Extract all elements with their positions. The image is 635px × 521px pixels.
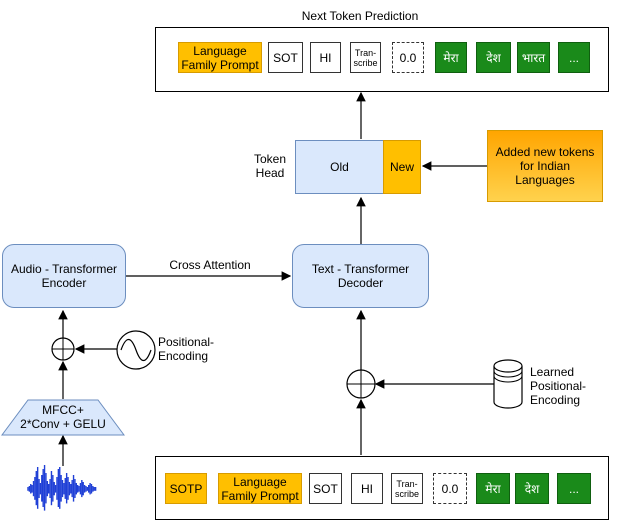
output-token: ... — [558, 42, 590, 73]
input-token: देश — [515, 473, 549, 504]
input-token: ... — [557, 473, 591, 504]
input-token: Language Family Prompt — [218, 473, 302, 504]
audio-waveform-image — [27, 465, 97, 511]
output-token: HI — [310, 42, 341, 73]
input-token: मेरा — [476, 473, 510, 504]
token-head-label: Token Head — [253, 152, 287, 180]
add-circle-encoder — [51, 337, 75, 361]
text-decoder-box: Text - Transformer Decoder — [292, 244, 429, 308]
input-token: HI — [351, 473, 383, 504]
input-token: SOTP — [165, 473, 207, 504]
output-token: मेरा — [435, 42, 467, 73]
learned-positional-encoding-label: Learned Positional- Encoding — [530, 365, 587, 407]
output-token: भारत — [517, 42, 550, 73]
positional-encoding-label: Positional- Encoding — [158, 335, 215, 363]
mfcc-label: MFCC+ 2*Conv + GELU — [20, 403, 106, 431]
input-token: SOT — [309, 473, 342, 504]
add-circle-decoder — [346, 369, 376, 399]
cross-attention-label: Cross Attention — [169, 258, 251, 272]
token-head-old: Old — [295, 140, 384, 194]
output-token: 0.0 — [392, 42, 424, 73]
output-token: SOT — [268, 42, 303, 73]
mfcc-trapezoid — [1, 399, 125, 436]
output-token: Tran- scribe — [350, 42, 381, 73]
sine-wave-icon — [116, 330, 156, 370]
input-token: 0.0 — [433, 473, 467, 504]
output-token: देश — [476, 42, 511, 73]
token-head-new: New — [383, 140, 421, 194]
added-tokens-box: Added new tokens for Indian Languages — [487, 130, 603, 202]
top-title: Next Token Prediction — [301, 9, 419, 23]
audio-encoder-box: Audio - Transformer Encoder — [2, 244, 126, 308]
database-icon — [493, 359, 523, 409]
output-token: Language Family Prompt — [178, 42, 262, 73]
input-token: Tran- scribe — [391, 473, 423, 504]
